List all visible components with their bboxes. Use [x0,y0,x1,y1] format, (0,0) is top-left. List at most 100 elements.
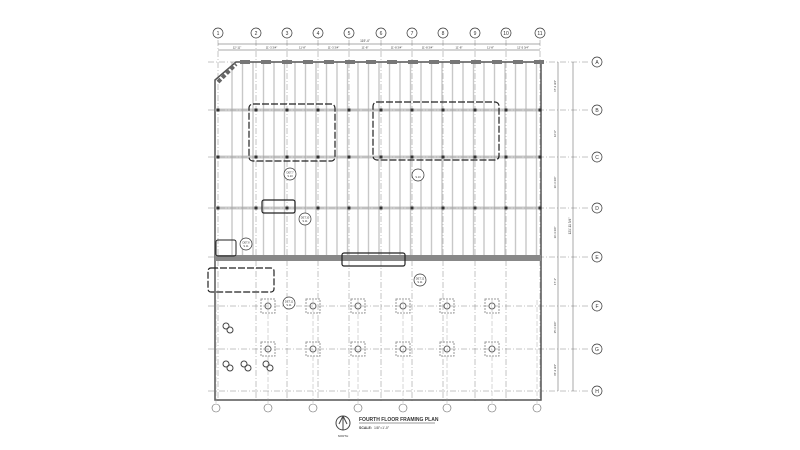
grid-label-column: 4 [317,31,320,37]
elevator-opening [372,101,500,161]
detail-callout-id: DET.7 [286,171,294,175]
wall-segment [429,60,439,64]
detail-callout-id: DET.10 [301,216,310,220]
grid-bubble-column [343,27,355,39]
opening-lower [207,267,275,293]
fixture-icon [262,360,270,368]
column [504,206,508,210]
grid-bubble-column [406,27,418,39]
detail-callout-id: DET.12 [416,277,425,281]
column [379,206,383,210]
beam-detail-box [341,252,406,267]
north-label: NORTH [338,434,349,438]
row-dimension: 16'-0" [553,130,557,137]
sub-grid-bubble [487,403,497,413]
column-cap [350,298,366,314]
sub-grid-bubble [308,403,318,413]
column [410,155,414,159]
fixture-icon [226,326,234,334]
transfer-beam-e [215,255,541,261]
column [410,108,414,112]
stair-opening [248,103,336,162]
column [473,108,477,112]
wall-segment [408,60,418,64]
column [473,206,477,210]
wall-segment [366,60,376,64]
row-dimension: 17'-1" [553,278,557,285]
column [441,206,445,210]
grid-label-row: F [595,304,598,310]
column [538,206,542,210]
column [473,155,477,159]
grid-bubble-row [591,300,603,312]
wall-segment [387,60,397,64]
wall-segment [513,60,523,64]
column-dimension: 11'-8" [456,46,463,50]
grid-bubble-row [591,151,603,163]
overall-dimension: 119'-4" [360,39,370,43]
column-cap [305,298,321,314]
grid-bubble-column [250,27,262,39]
title-block: NORTH FOURTH FLOOR FRAMING PLAN SCALE: 1… [335,415,439,438]
column-dimension: 11'-3 3/4" [266,46,278,50]
column [538,155,542,159]
column [504,155,508,159]
grid-label-column: 10 [503,31,509,37]
grid-label-row: A [595,60,599,66]
column-dimension: 11'-8" [487,46,494,50]
grid-bubble-row [591,202,603,214]
column-dimension: 11'-8 3/4" [391,46,403,50]
grid-bubble-column [212,27,224,39]
fixture-icon [244,364,252,372]
detail-callout-id: DET.11 [285,300,294,304]
column-dimension: 12'-11" [233,46,241,50]
column-cap [484,298,500,314]
column [254,206,258,210]
column [441,108,445,112]
sub-grid-bubble [442,403,452,413]
wall-segment [324,60,334,64]
detail-callout [283,167,297,181]
sub-grid-bubble [211,403,221,413]
column [316,206,320,210]
grid-label-column: 3 [286,31,289,37]
sub-grid-bubble [532,403,542,413]
grid-label-row: G [595,347,599,353]
detail-callout-sheet: S.11 [302,219,308,223]
grid-bubble-column [534,27,546,39]
wall-segment [240,60,250,64]
column [441,155,445,159]
grid-label-row: B [595,108,599,114]
grid-label-column: 7 [411,31,414,37]
grid-label-column: 11 [537,31,542,37]
column-dimension: 11'-8" [299,46,306,50]
grid-label-row: H [595,389,599,395]
grid-label-column: 8 [442,31,445,37]
detail-callout [282,296,296,310]
scale-label: SCALE: [359,426,372,430]
grid-bubble-column [375,27,387,39]
grid-label-column: 6 [380,31,383,37]
wall-segment [534,60,544,64]
detail-callout-sheet: S.10 [415,175,421,179]
grid-label-column: 5 [348,31,351,37]
wall-segment [345,60,355,64]
wall-segment [282,60,292,64]
detail-callout [413,273,427,287]
grid-bubble-column [469,27,481,39]
grid-bubble-column [312,27,324,39]
opening-small [261,199,296,214]
wall-segment [492,60,502,64]
column-cap [260,298,276,314]
grid-bubble-column [437,27,449,39]
drawing-title: FOURTH FLOOR FRAMING PLAN [359,417,439,423]
column-dimension: 11'-3 3/4" [328,46,340,50]
grid-label-column: 1 [217,31,220,37]
grid-bubble-row [591,343,603,355]
column [254,108,258,112]
fixture-icon [222,360,230,368]
sub-grid-bubble [263,403,273,413]
column [316,155,320,159]
